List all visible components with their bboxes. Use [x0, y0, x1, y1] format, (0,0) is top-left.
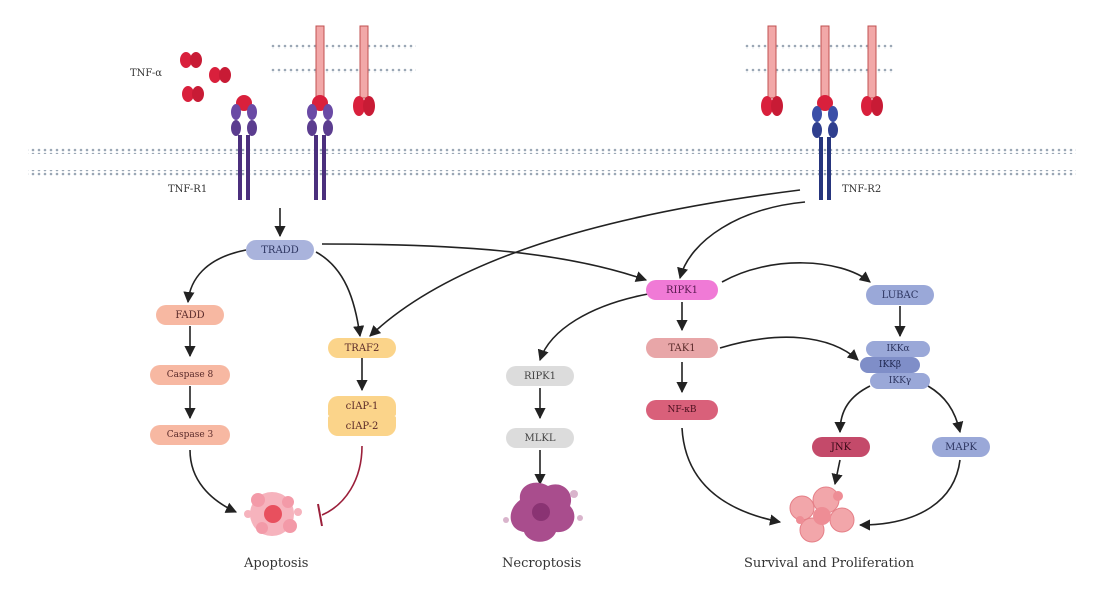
arrow-ripk1-ripk1	[537, 293, 649, 362]
tradd-node: TRADD	[246, 240, 314, 260]
tak1-node: TAK1	[646, 338, 718, 358]
ciap-2-node: cIAP-2	[328, 416, 396, 436]
fadd-node: FADD	[156, 305, 224, 325]
tnf-alpha-molecule	[209, 67, 231, 83]
ripk1-top-node: RIPK1	[646, 280, 718, 300]
traf2-node: TRAF2	[328, 338, 396, 358]
ciap-1-node: cIAP-1	[328, 396, 396, 416]
tnf-r2-receptor	[812, 25, 838, 200]
arrow-jnk-survival	[831, 459, 843, 486]
tnf-alpha-molecule	[182, 86, 204, 102]
ikk-alpha-node: IKKα	[866, 341, 930, 357]
arrow-ripk1-lubac	[721, 262, 871, 283]
tnf-r1-label: TNF-R1	[168, 184, 208, 195]
arrow-ikk-jnk	[834, 385, 871, 434]
mlkl-node: MLKL	[506, 428, 574, 448]
pathway-arrows	[183, 189, 964, 531]
arrow-casp3-apoptosis	[189, 449, 238, 513]
arrow-r2-ripk1	[677, 201, 806, 280]
survival-proliferation-label: Survival and Proliferation	[744, 556, 915, 571]
apoptotic-cell	[244, 492, 302, 536]
nf-kb-node: NF-κB	[646, 400, 718, 420]
lubac-node: LUBAC	[866, 285, 934, 305]
upper-membrane-left	[270, 44, 416, 73]
ikk-gamma-node: IKKγ	[870, 373, 930, 389]
ikk-beta-node: IKKβ	[860, 357, 920, 373]
mapk-node: MAPK	[932, 437, 990, 457]
arrow-ikk-mapk	[927, 385, 964, 434]
tnf-r2-label: TNF-R2	[842, 184, 882, 195]
plasma-membrane	[28, 148, 1076, 176]
necroptotic-cell	[503, 482, 583, 542]
tnf-alpha-label: TNF-α	[130, 68, 163, 79]
jnk-node: JNK	[812, 437, 870, 457]
tnf-alpha-molecule	[180, 52, 202, 68]
ciap-inhibition	[317, 445, 363, 527]
membrane-tnf-alpha	[353, 25, 375, 116]
membrane-tnf-alpha	[761, 25, 783, 116]
tnf-r1-receptor	[231, 95, 257, 200]
arrow-nfkb-survival	[681, 427, 782, 526]
caspase-3-node: Caspase 3	[150, 425, 230, 445]
tnf-alpha-free-molecules	[180, 52, 231, 102]
membrane-tnf-alpha	[861, 25, 883, 116]
caspase-8-node: Caspase 8	[150, 365, 230, 385]
arrow-tradd-traf2	[315, 251, 365, 338]
arrow-mapk-survival	[858, 459, 961, 531]
arrow-tradd-ripk1	[321, 243, 648, 282]
ripk1-necroptosis-node: RIPK1	[506, 366, 574, 386]
proliferating-cells	[789, 486, 855, 543]
arrow-r2-traf2	[369, 189, 801, 337]
arrow-tradd-fadd	[183, 249, 247, 304]
arrow-tak1-ikk	[719, 336, 859, 361]
tnf-r1-receptor	[307, 25, 333, 200]
necroptosis-label: Necroptosis	[502, 556, 582, 571]
apoptosis-label: Apoptosis	[244, 556, 309, 571]
upper-membrane-right	[745, 44, 895, 73]
